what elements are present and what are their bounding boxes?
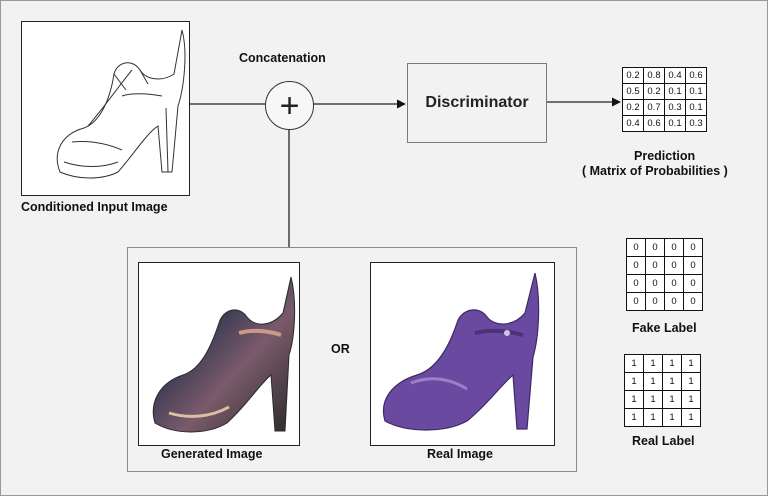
concatenation-label: Concatenation	[239, 51, 326, 65]
prediction-cell: 0.1	[685, 99, 707, 116]
real-label-cell: 1	[643, 372, 663, 391]
discriminator-label: Discriminator	[425, 94, 529, 111]
prediction-cell: 0.6	[643, 115, 665, 132]
fake-label-cell: 0	[645, 292, 665, 311]
prediction-subtitle: ( Matrix of Probabilities )	[582, 164, 728, 178]
fake-label-cell: 0	[683, 292, 703, 311]
shoe-sketch	[56, 29, 186, 179]
real-label-cell: 1	[624, 390, 644, 409]
real-shoe-drawing	[383, 272, 540, 431]
fake-label-cell: 0	[683, 238, 703, 257]
or-label: OR	[331, 342, 350, 356]
real-label-cell: 1	[643, 354, 663, 373]
concatenation-plus-icon: +	[265, 81, 314, 130]
prediction-cell: 0.2	[643, 83, 665, 100]
prediction-cell: 0.1	[664, 83, 686, 100]
prediction-cell: 0.7	[643, 99, 665, 116]
prediction-title: Prediction	[634, 149, 696, 163]
real-label-cell: 1	[681, 372, 701, 391]
real-label-cell: 1	[662, 408, 682, 427]
generated-shoe-drawing	[152, 276, 296, 433]
generated-image-label: Generated Image	[161, 447, 263, 461]
real-label-cell: 1	[681, 390, 701, 409]
real-label-cell: 1	[662, 390, 682, 409]
prediction-cell: 0.2	[622, 67, 644, 84]
real-label-cell: 1	[681, 408, 701, 427]
fake-label-cell: 0	[626, 256, 646, 275]
prediction-cell: 0.4	[664, 67, 686, 84]
prediction-cell: 0.1	[685, 83, 707, 100]
fake-label-cell: 0	[626, 238, 646, 257]
discriminator-block: Discriminator	[407, 63, 547, 143]
generated-image	[138, 262, 300, 446]
real-label-caption: Real Label	[632, 434, 695, 448]
fake-label-cell: 0	[626, 274, 646, 293]
fake-label-cell: 0	[664, 238, 684, 257]
fake-label-cell: 0	[664, 292, 684, 311]
fake-label-cell: 0	[645, 238, 665, 257]
real-label-cell: 1	[681, 354, 701, 373]
fake-label-cell: 0	[664, 274, 684, 293]
prediction-cell: 0.3	[685, 115, 707, 132]
fake-label-cell: 0	[626, 292, 646, 311]
prediction-cell: 0.5	[622, 83, 644, 100]
real-label-cell: 1	[662, 354, 682, 373]
real-label-cell: 1	[624, 354, 644, 373]
fake-label-caption: Fake Label	[632, 321, 697, 335]
prediction-cell: 0.1	[664, 115, 686, 132]
prediction-cell: 0.4	[622, 115, 644, 132]
plus-symbol: +	[279, 86, 300, 125]
prediction-cell: 0.2	[622, 99, 644, 116]
conditioned-input-label: Conditioned Input Image	[21, 200, 168, 214]
conditioned-input-image	[21, 21, 190, 196]
prediction-cell: 0.3	[664, 99, 686, 116]
fake-label-cell: 0	[683, 274, 703, 293]
fake-label-cell: 0	[664, 256, 684, 275]
fake-label-cell: 0	[645, 256, 665, 275]
real-image	[370, 262, 555, 446]
prediction-cell: 0.6	[685, 67, 707, 84]
real-label-cell: 1	[624, 372, 644, 391]
real-label-cell: 1	[662, 372, 682, 391]
real-label-cell: 1	[643, 408, 663, 427]
fake-label-cell: 0	[645, 274, 665, 293]
real-label-cell: 1	[643, 390, 663, 409]
fake-label-cell: 0	[683, 256, 703, 275]
prediction-cell: 0.8	[643, 67, 665, 84]
real-label-cell: 1	[624, 408, 644, 427]
real-image-label: Real Image	[427, 447, 494, 461]
